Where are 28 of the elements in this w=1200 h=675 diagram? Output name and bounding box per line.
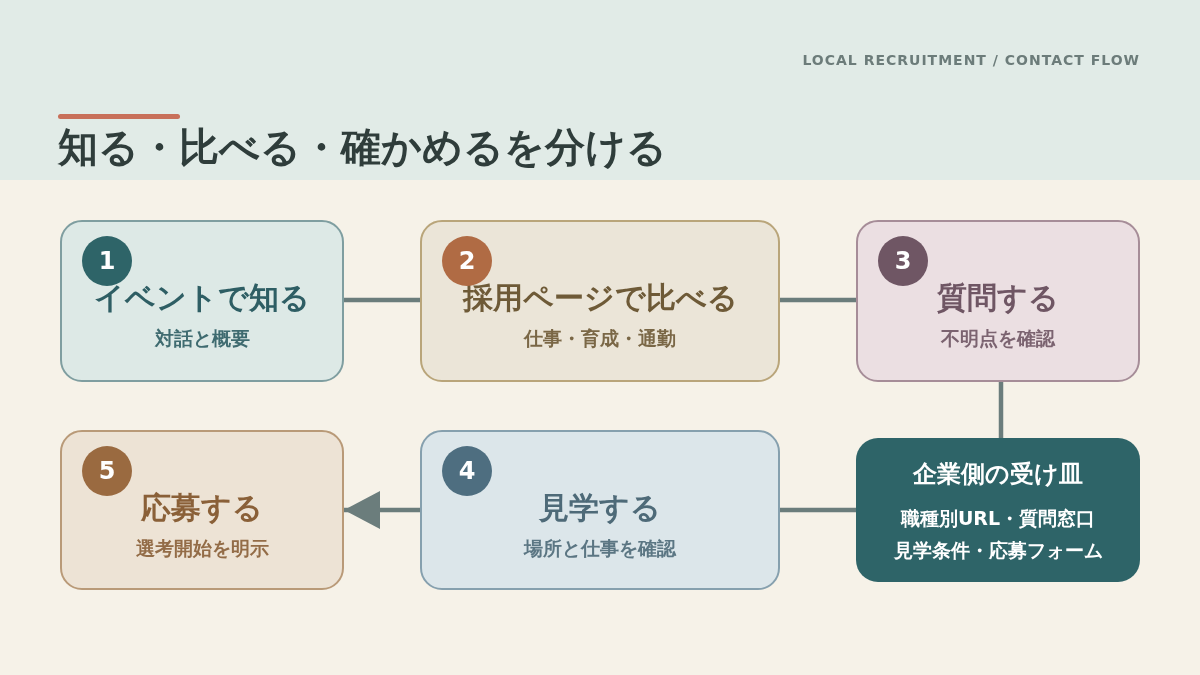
step-number-badge: 1	[82, 236, 132, 286]
info-panel	[856, 438, 1140, 582]
subtitle-label: LOCAL RECRUITMENT / CONTACT FLOW	[802, 52, 1140, 68]
step-number-badge: 3	[878, 236, 928, 286]
step-description: 仕事・育成・通勤	[522, 326, 677, 351]
connector-line	[998, 382, 1004, 438]
step-number-badge: 5	[82, 446, 132, 496]
panel-text: 見学条件・応募フォーム	[892, 538, 1104, 563]
step-box	[856, 220, 1140, 382]
step-box	[420, 430, 780, 590]
step-title: 見学する	[538, 490, 662, 526]
step-description: 対話と概要	[153, 326, 251, 351]
step-number-badge: 4	[442, 446, 492, 496]
connector-line	[780, 507, 856, 513]
step-description: 選考開始を明示	[134, 536, 270, 561]
panel-title: 企業側の受け皿	[912, 460, 1084, 489]
step-title: 質問する	[936, 280, 1060, 316]
step-box	[60, 430, 344, 590]
panel-text: 職種別URL・質問窓口	[899, 506, 1097, 531]
step-box	[420, 220, 780, 382]
step-box	[60, 220, 344, 382]
step-title: 応募する	[140, 490, 264, 526]
step-description: 場所と仕事を確認	[522, 536, 678, 561]
connector-line	[780, 297, 856, 303]
title: 知る・比べる・確かめるを分ける	[58, 124, 667, 172]
connector-line	[344, 297, 420, 303]
arrow	[344, 491, 420, 529]
step-description: 不明点を確認	[940, 326, 1057, 351]
